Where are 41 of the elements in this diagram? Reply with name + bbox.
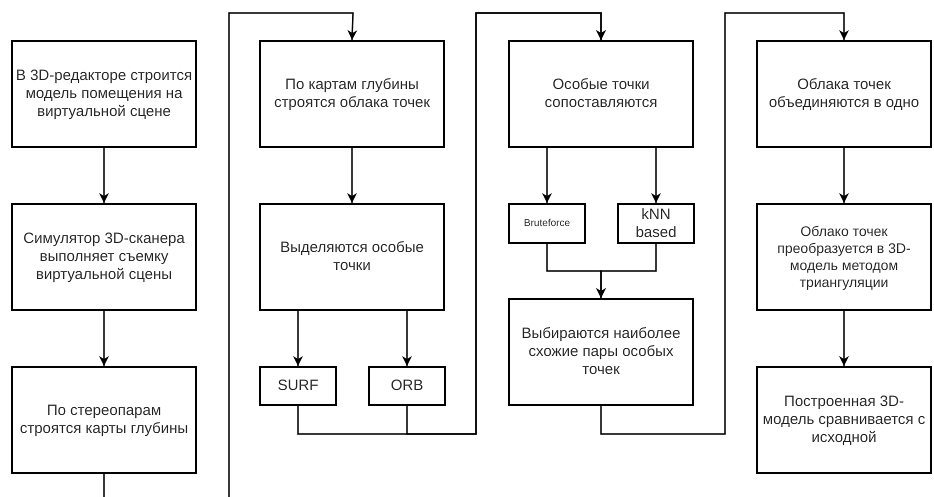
- process-box: [368, 366, 446, 406]
- step-text: Выбираются наиболее схожие пары особых точек: [520, 325, 682, 379]
- step-text: SURF: [278, 377, 318, 395]
- step-text: kNN based: [634, 206, 678, 242]
- step-text: По картам глубины строятся облака точек: [273, 76, 431, 112]
- process-box: [508, 203, 586, 244]
- step-text: Облако точек преобразуется в 3D-модель методом триангуляции: [776, 223, 912, 291]
- step-text: По стереопарам строятся карты глубины: [18, 402, 190, 438]
- step-text: Построенная 3D-модель сравнивается с исходной: [762, 393, 926, 447]
- step-text: Симулятор 3D-сканера выполняет съемку виртуальной сцены: [22, 230, 186, 284]
- arrow: [347, 148, 357, 203]
- step-text: Облака точек объединяются в одно: [768, 76, 920, 112]
- arrow: [839, 148, 849, 203]
- process-box: [259, 40, 445, 148]
- arrow: [406, 12, 606, 435]
- process-box: [617, 203, 695, 244]
- process-box: [11, 40, 197, 148]
- step-text: Выделяются особые точки: [279, 239, 425, 275]
- step-text: Особые точки сопоставляются: [544, 76, 658, 112]
- process-box: [11, 203, 197, 311]
- process-box: [756, 40, 932, 148]
- process-box: [756, 203, 932, 311]
- arrow: [99, 311, 109, 366]
- arrow: [839, 311, 849, 366]
- step-text: ORB: [390, 377, 424, 395]
- step-text: Bruteforce: [524, 218, 570, 230]
- arrow: [293, 311, 303, 366]
- step-text: В 3D-редакторе строится модель помещения на виртуальной сцене: [15, 67, 193, 121]
- process-box: [259, 203, 445, 311]
- process-box: [756, 366, 932, 474]
- arrow: [596, 244, 657, 298]
- arrow: [600, 12, 849, 435]
- arrow: [99, 148, 109, 203]
- process-box: [508, 40, 694, 148]
- arrow: [542, 148, 552, 203]
- arrow: [103, 12, 358, 497]
- process-box: [259, 366, 337, 406]
- process-box: [508, 298, 694, 406]
- process-box: [11, 366, 197, 474]
- arrow: [651, 148, 661, 203]
- arrow: [402, 311, 412, 366]
